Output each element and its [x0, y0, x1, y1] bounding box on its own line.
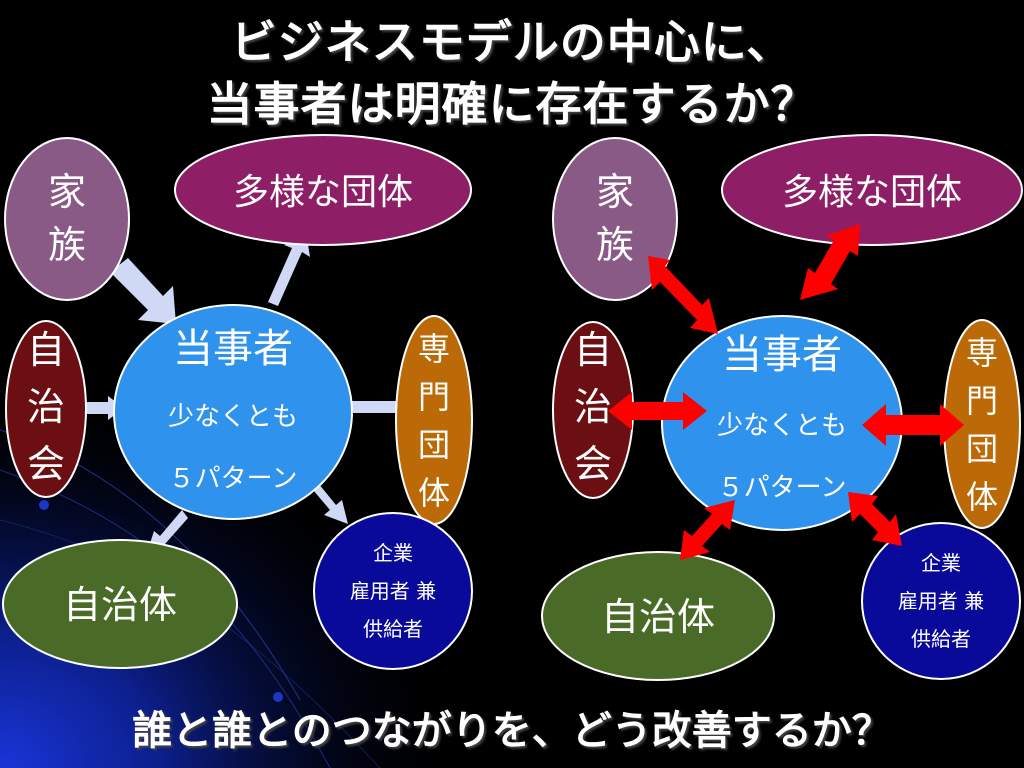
- node-neighborhood-label-2: 治: [27, 385, 65, 429]
- node-specialist-label-3: 団: [418, 426, 450, 464]
- node-company-label-2: 雇用者 兼: [350, 579, 436, 603]
- node-diverse-groups-label: 多様な団体: [782, 172, 962, 213]
- node-municipality: [2, 539, 238, 669]
- arrow-center-municipality: [680, 500, 735, 560]
- node-specialist-label-1: 専: [966, 334, 998, 372]
- arrow-center-to-company: [308, 478, 348, 524]
- node-neighborhood-label-3: 会: [27, 442, 65, 486]
- arrow-neighborhood-center: [608, 392, 707, 430]
- node-neighborhood-label-1: 自: [27, 328, 65, 372]
- node-center-title: 当事者: [722, 332, 842, 378]
- node-center-line1: 少なくとも: [168, 402, 298, 432]
- node-neighborhood: [5, 320, 87, 498]
- right-arrows: [608, 224, 964, 560]
- node-diverse-groups-label: 多様な団体: [233, 172, 413, 213]
- node-diverse-groups: [174, 134, 472, 246]
- node-company-label-2: 雇用者 兼: [898, 589, 984, 613]
- node-center-line2: ５パターン: [169, 464, 298, 494]
- slide-footer-question: 誰と誰とのつながりを、どう改善するか？: [132, 708, 892, 754]
- node-specialist-label-2: 門: [966, 382, 998, 420]
- node-family-label-1: 家: [596, 170, 634, 214]
- node-family-label-2: 族: [596, 223, 634, 267]
- node-company-label-1: 企業: [373, 541, 413, 565]
- node-company: [313, 512, 473, 670]
- node-specialist-label-2: 門: [418, 378, 450, 416]
- node-municipality: [541, 551, 775, 681]
- node-company-label-3: 供給者: [363, 617, 423, 641]
- node-specialist-label-4: 体: [418, 474, 450, 512]
- node-municipality-label: 自治体: [63, 583, 177, 627]
- node-center-line2: ５パターン: [718, 473, 847, 503]
- node-family-label-1: 家: [48, 170, 86, 214]
- node-specialist-label-1: 専: [418, 330, 450, 368]
- node-specialist-label-3: 団: [966, 430, 998, 468]
- node-center: [113, 304, 353, 520]
- node-neighborhood-label-2: 治: [574, 385, 612, 429]
- arrow-family-to-center: [110, 258, 176, 324]
- arrow-specialist-center: [862, 404, 964, 446]
- arrow-neighborhood-to-center: [80, 396, 124, 420]
- node-family-label-2: 族: [48, 223, 86, 267]
- arrow-family-center: [648, 256, 718, 334]
- left-diagram: 家 族 多様な団体 自 治 会 専 門 団 体 当事者 少なくとも ５パターン …: [2, 134, 473, 670]
- node-diverse-groups: [721, 134, 1023, 246]
- arrow-center-company: [848, 492, 902, 546]
- node-neighborhood-label-1: 自: [574, 328, 612, 372]
- node-family: [4, 137, 130, 301]
- node-company-label-1: 企業: [921, 551, 961, 575]
- node-specialist-label-4: 体: [966, 478, 998, 516]
- node-neighborhood-label-3: 会: [574, 442, 612, 486]
- arrow-center-diverse-groups: [800, 224, 860, 300]
- slide-title-line-1: ビジネスモデルの中心に、: [230, 15, 794, 69]
- node-center-title: 当事者: [173, 326, 293, 372]
- node-municipality-label: 自治体: [601, 595, 715, 639]
- node-center-line1: 少なくとも: [717, 411, 847, 441]
- node-family: [552, 137, 678, 301]
- node-company-label-3: 供給者: [911, 627, 971, 651]
- right-diagram: 家 族 多様な団体 自 治 会 専 門 団 体 当事者 少なくとも ５パターン …: [541, 134, 1023, 681]
- node-company: [861, 522, 1021, 680]
- slide-title-line-2: 当事者は明確に存在するか？: [206, 77, 818, 131]
- arrow-center-to-diverse-groups: [268, 232, 310, 306]
